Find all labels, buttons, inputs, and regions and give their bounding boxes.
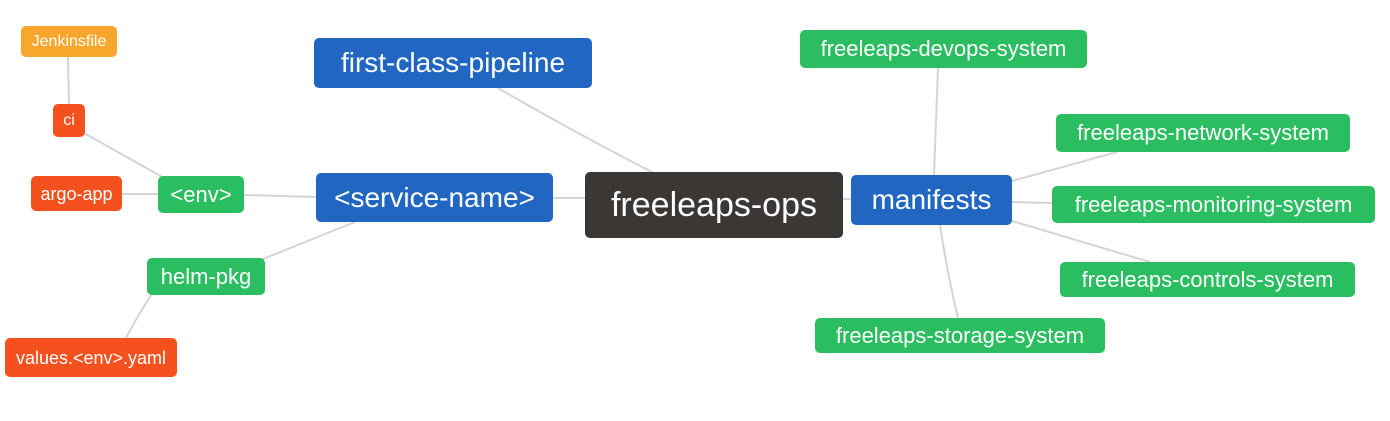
node-env[interactable]: <env>: [158, 176, 244, 213]
edge-manifests-monitoring: [1011, 201, 1053, 204]
node-freeleaps-controls-system[interactable]: freeleaps-controls-system: [1060, 262, 1355, 297]
edge-manifests-network: [1011, 151, 1118, 182]
edge-jenkinsfile-ci: [67, 56, 70, 105]
node-argo-app[interactable]: argo-app: [31, 176, 122, 211]
edge-pipeline-root: [497, 87, 653, 173]
edge-manifests-controls: [1011, 220, 1151, 263]
node-freeleaps-ops-root[interactable]: freeleaps-ops: [585, 172, 843, 238]
node-jenkinsfile[interactable]: Jenkinsfile: [21, 26, 117, 57]
node-freeleaps-storage-system[interactable]: freeleaps-storage-system: [815, 318, 1105, 353]
node-service-name[interactable]: <service-name>: [316, 173, 553, 222]
node-freeleaps-devops-system[interactable]: freeleaps-devops-system: [800, 30, 1087, 68]
edge-manifests-storage: [939, 224, 959, 319]
edge-ci-env: [83, 132, 165, 179]
node-helm-pkg[interactable]: helm-pkg: [147, 258, 265, 295]
node-manifests[interactable]: manifests: [851, 175, 1012, 225]
edge-helm-pkg-values-yaml: [125, 294, 152, 339]
node-values-env-yaml[interactable]: values.<env>.yaml: [5, 338, 177, 377]
edge-env-service-name: [243, 194, 317, 198]
node-freeleaps-monitoring-system[interactable]: freeleaps-monitoring-system: [1052, 186, 1375, 223]
node-freeleaps-network-system[interactable]: freeleaps-network-system: [1056, 114, 1350, 152]
edge-helm-pkg-service-name: [262, 221, 356, 260]
edge-manifests-devops: [933, 67, 939, 176]
node-first-class-pipeline[interactable]: first-class-pipeline: [314, 38, 592, 88]
node-ci[interactable]: ci: [53, 104, 85, 137]
